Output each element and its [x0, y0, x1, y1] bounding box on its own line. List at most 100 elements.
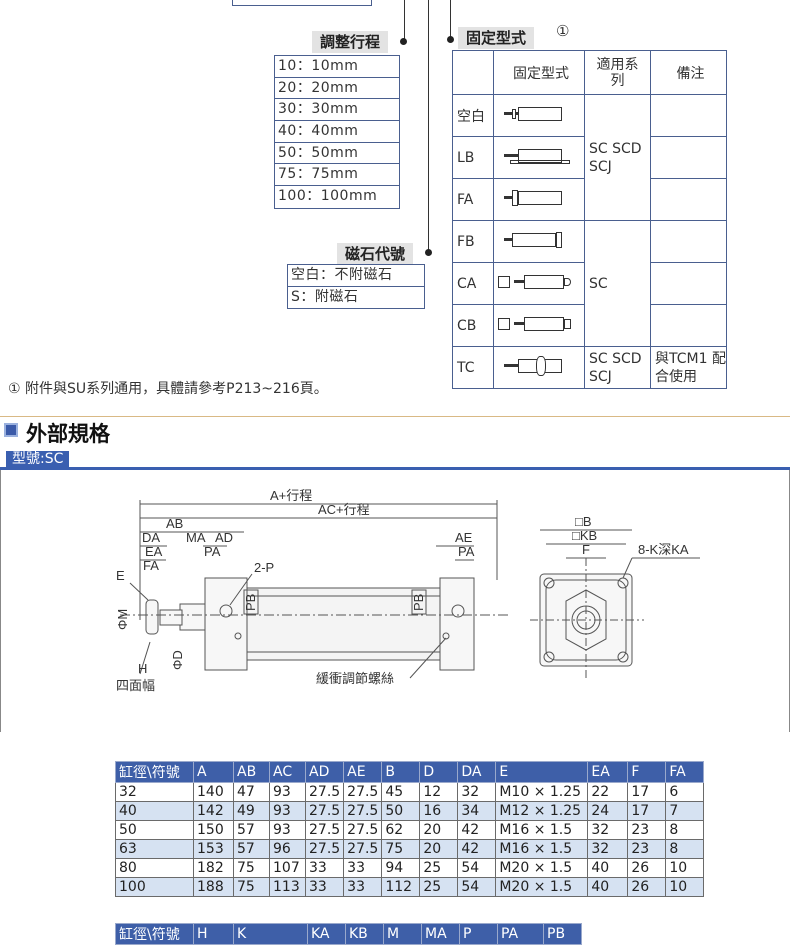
mount-table: 固定型式 適用系列 備注 空白 SC SCD SCJ LB FA FB SC C…	[452, 50, 727, 389]
table-cell: 140	[193, 782, 234, 802]
table-cell: 16	[419, 801, 459, 821]
stroke-option: 20：20mm	[275, 78, 399, 100]
table-cell: M20 × 1.5	[495, 858, 589, 878]
table-cell: 188	[193, 877, 234, 897]
section-divider	[0, 416, 790, 417]
table-cell: 20	[419, 820, 459, 840]
table-cell: 12	[419, 782, 459, 802]
stroke-options: 10：10mm 20：20mm 30：30mm 40：40mm 50：50mm …	[274, 55, 400, 209]
mount-series: SC SCD SCJ	[584, 346, 651, 389]
cylinder-tc-icon	[498, 355, 572, 376]
header-cell: M	[383, 923, 422, 945]
stroke-title: 調整行程	[312, 31, 389, 53]
table-cell: 40	[587, 877, 629, 897]
mount-mark: ①	[556, 22, 570, 40]
mount-remark	[650, 220, 727, 263]
dim-label: MA	[186, 530, 206, 545]
table-cell: 32	[457, 782, 497, 802]
dim-label: DA	[142, 530, 160, 545]
header-cell: MA	[421, 923, 460, 945]
table-cell: 49	[233, 801, 270, 821]
mount-code: CA	[452, 262, 494, 305]
mount-icon-cell	[493, 220, 585, 263]
table-cell: 27.5	[304, 801, 345, 821]
header-cell: AE	[343, 761, 383, 783]
table-cell: 57	[233, 820, 270, 840]
table-cell: 23	[627, 839, 667, 859]
dim-label: AD	[215, 530, 233, 545]
mount-code: TC	[452, 346, 494, 389]
table-cell: 107	[269, 858, 306, 878]
table-cell: 25	[419, 858, 459, 878]
table-cell: 27.5	[343, 839, 383, 859]
table-cell: 6	[665, 782, 705, 802]
mount-header-code	[452, 50, 494, 95]
table-cell: 113	[269, 877, 306, 897]
footnote: ① 附件與SU系列通用，具體請參考P213~216頁。	[8, 381, 328, 397]
cylinder-fa-icon	[498, 189, 572, 206]
header-cell: B	[381, 761, 421, 783]
spec-table-2: 缸徑\符號 H K KA KB M MA P PA PB	[115, 923, 582, 945]
stroke-option: 40：40mm	[275, 121, 399, 143]
table-cell: 93	[269, 820, 306, 840]
table-cell: 24	[587, 801, 629, 821]
side-border-left	[0, 470, 1, 732]
table-cell: 8	[665, 820, 705, 840]
table-cell: 54	[457, 877, 497, 897]
table-cell: 50	[381, 801, 421, 821]
mount-remark: 與TCM1 配合使用	[650, 346, 727, 389]
table-cell: 45	[381, 782, 421, 802]
header-cell: KB	[345, 923, 384, 945]
table-cell: 17	[627, 782, 667, 802]
table-cell: 32	[587, 839, 629, 859]
header-cell: AC	[269, 761, 306, 783]
mount-header-series: 適用系列	[584, 50, 651, 95]
cylinder-cb-icon	[498, 316, 572, 332]
table-cell: 33	[304, 877, 345, 897]
table-cell: 100	[115, 877, 194, 897]
connector-line	[404, 0, 405, 40]
dim-label: □B	[575, 514, 592, 529]
magnet-options: 空白：不附磁石 S：附磁石	[287, 264, 425, 310]
mount-remark	[650, 262, 727, 305]
table-cell: 182	[193, 858, 234, 878]
table-cell: 27.5	[304, 782, 345, 802]
table-cell: 8	[665, 839, 705, 859]
magnet-option: S：附磁石	[291, 288, 359, 305]
dim-label: AE	[455, 530, 473, 545]
mount-remark	[650, 178, 727, 221]
stroke-option: 50：50mm	[275, 143, 399, 165]
table-cell: 27.5	[304, 839, 345, 859]
table-cell: 62	[381, 820, 421, 840]
mount-icon-cell	[493, 304, 585, 347]
header-cell: 缸徑\符號	[115, 761, 194, 783]
header-cell: PB	[543, 923, 582, 945]
header-cell: E	[495, 761, 589, 783]
dim-label: PB	[411, 594, 426, 611]
table-cell: 23	[627, 820, 667, 840]
table-cell: 93	[269, 801, 306, 821]
table-cell: 80	[115, 858, 194, 878]
table-cell: 63	[115, 839, 194, 859]
mount-series-group2: SC	[584, 220, 651, 347]
table-cell: 32	[115, 782, 194, 802]
table-cell: 33	[343, 877, 383, 897]
table-cell: 17	[627, 801, 667, 821]
table-cell: 153	[193, 839, 234, 859]
dim-label: 緩衝調節螺絲	[316, 671, 394, 686]
header-cell: KA	[307, 923, 346, 945]
table-cell: M20 × 1.5	[495, 877, 589, 897]
cylinder-lb-icon	[498, 148, 572, 164]
mount-code: FA	[452, 178, 494, 221]
dim-label: H	[138, 661, 147, 676]
connector-line	[428, 0, 429, 250]
table-cell: 27.5	[343, 820, 383, 840]
stroke-option: 10：10mm	[275, 56, 399, 78]
table-cell: 47	[233, 782, 270, 802]
mount-icon-cell	[493, 94, 585, 137]
